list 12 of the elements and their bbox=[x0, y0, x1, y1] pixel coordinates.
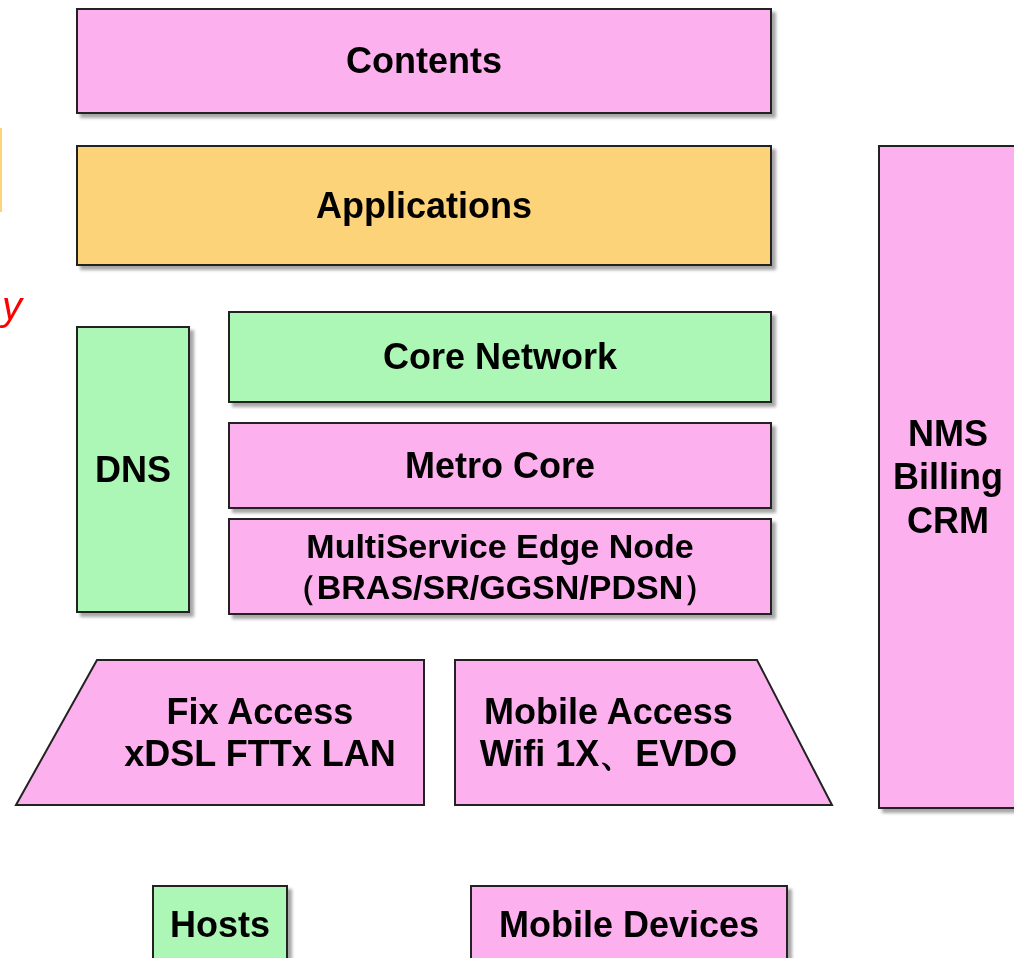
layer-box: MultiService Edge Node （BRAS/SR/GGSN/PDSN） bbox=[228, 518, 772, 615]
layer-box: Core Network bbox=[228, 311, 772, 403]
access-label: Mobile Access Wifi 1X、EVDO bbox=[478, 691, 739, 774]
device-box: Hosts bbox=[152, 885, 288, 958]
note-text: y bbox=[0, 283, 25, 330]
layer-box: Applications bbox=[76, 145, 772, 266]
device-box: Mobile Devices bbox=[470, 885, 788, 958]
access-label: Fix Access xDSL FTTx LAN bbox=[123, 691, 397, 774]
layer-box: Contents bbox=[76, 8, 772, 114]
side-box: NMS Billing CRM bbox=[878, 145, 1014, 809]
layer-box: Metro Core bbox=[228, 422, 772, 509]
side-box: DNS bbox=[76, 326, 190, 613]
